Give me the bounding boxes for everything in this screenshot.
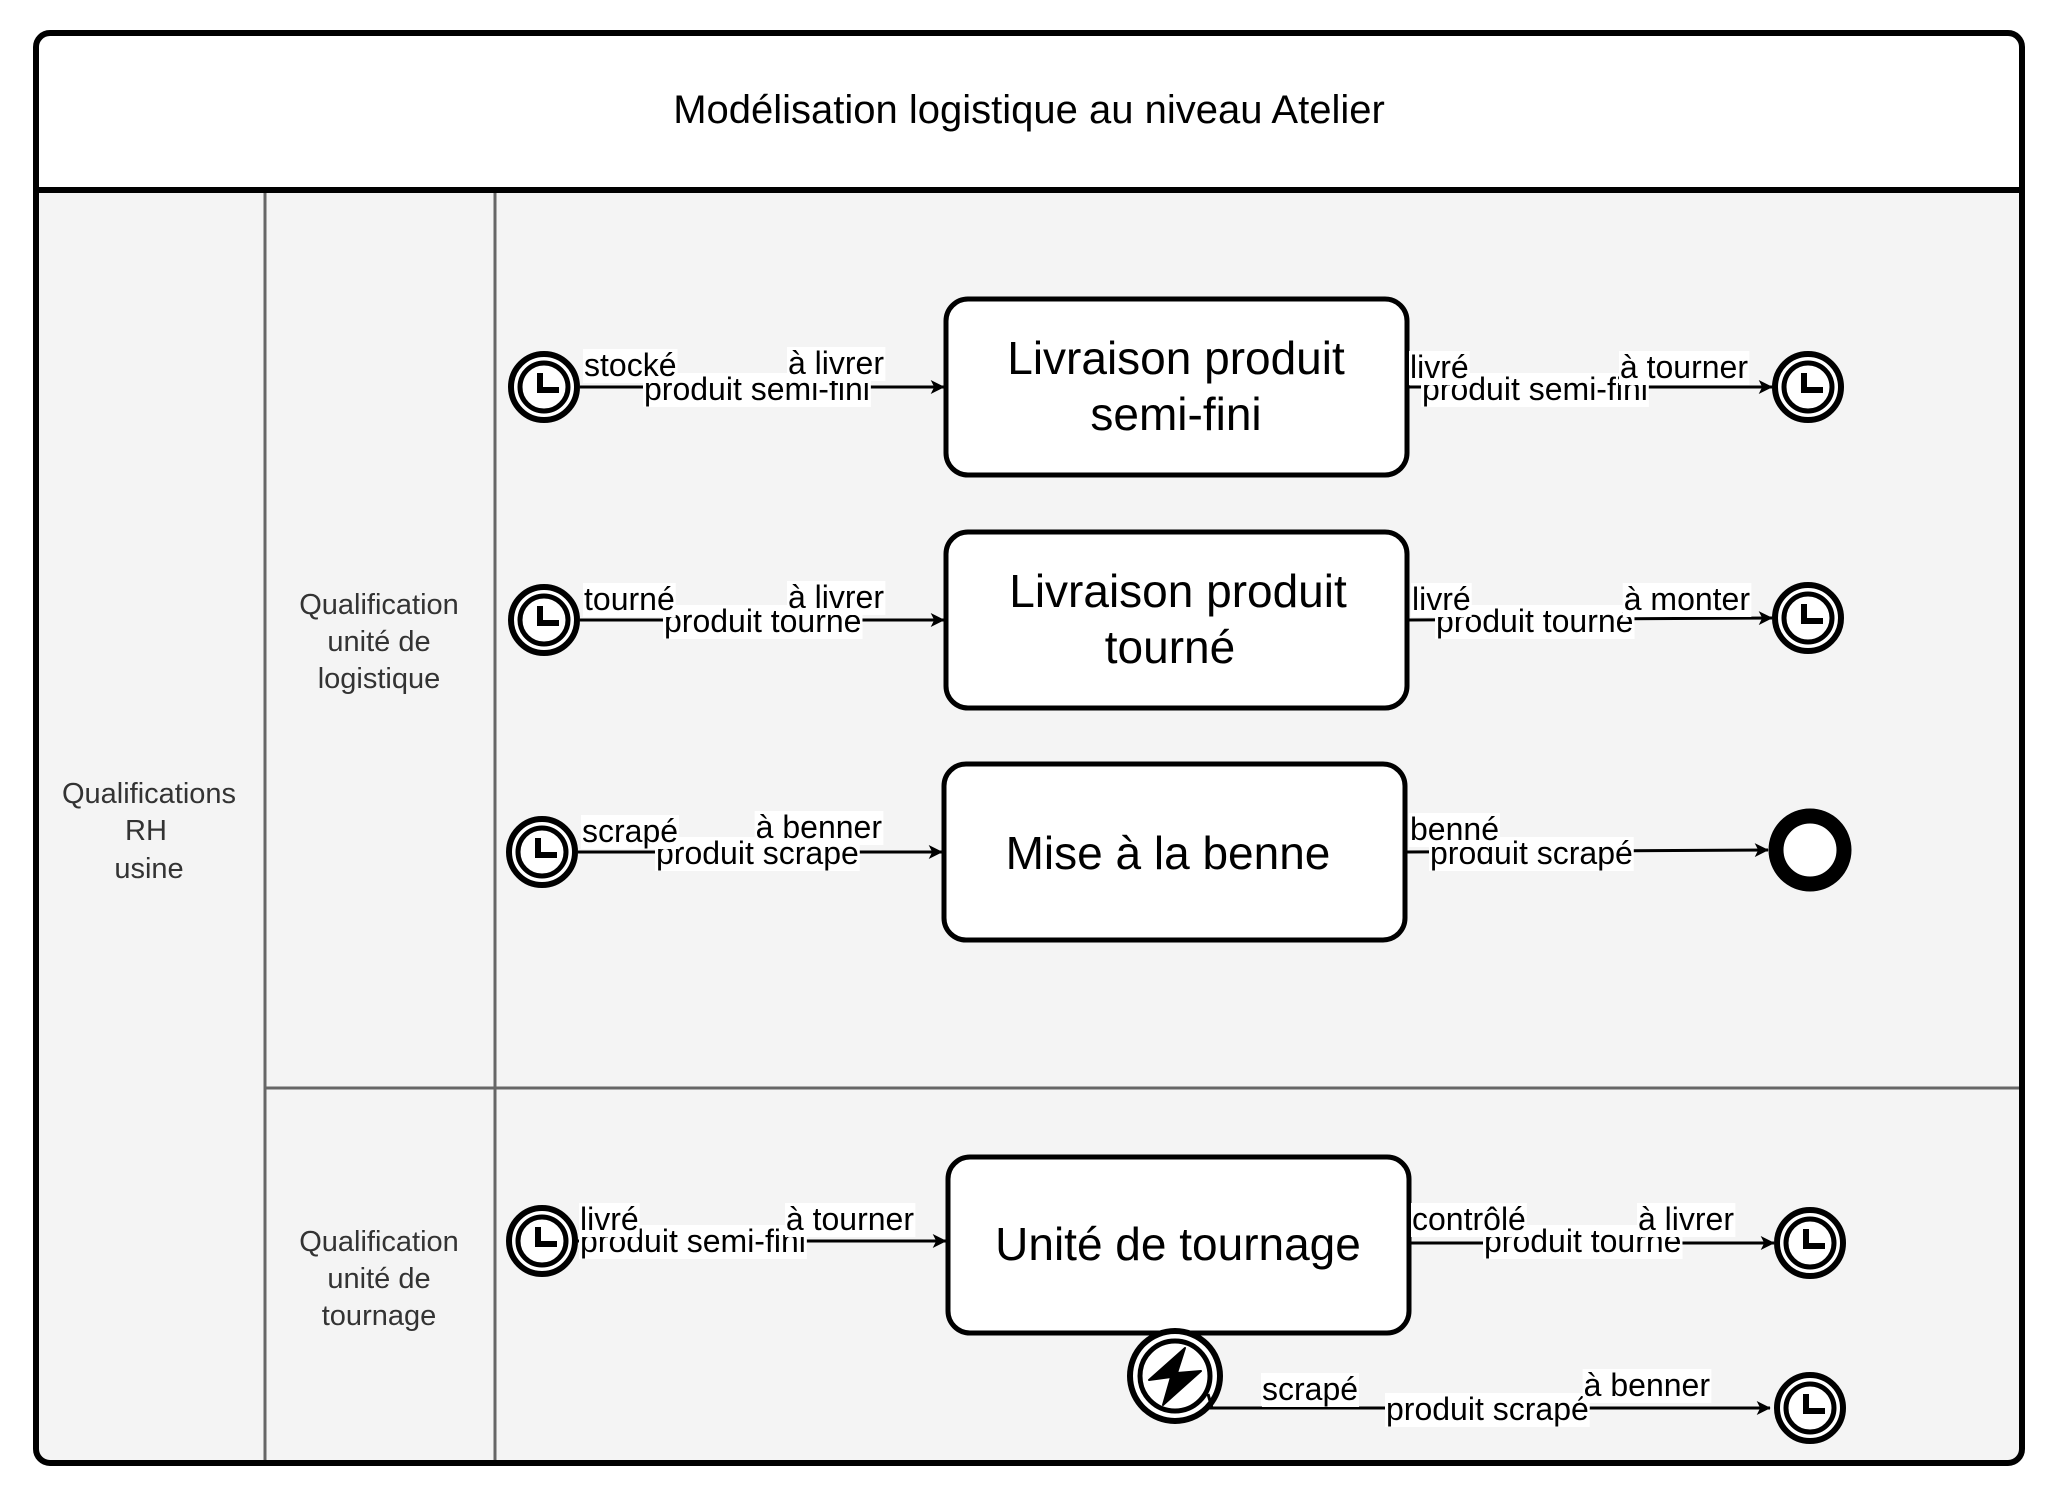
flow-item-label: produit scrapé <box>1386 1391 1589 1427</box>
pool-label-line: RH <box>125 815 167 847</box>
diagram-title: Modélisation logistique au niveau Atelie… <box>673 88 1385 132</box>
flow-source-state-label: contrôlé <box>1412 1201 1526 1237</box>
flow-source-state-label-bg <box>1411 1203 1527 1237</box>
pool-border <box>33 30 2025 1466</box>
flow-source-state-label: scrapé <box>1262 1371 1358 1407</box>
clock-icon <box>1803 1394 1825 1414</box>
lane-label-line: Qualification <box>299 589 459 621</box>
flow-source-state-label-bg <box>1409 351 1470 385</box>
clock-icon <box>535 838 557 858</box>
flow-source-state-label: livré <box>1412 581 1471 617</box>
task-label-line: Unité de tournage <box>995 1218 1361 1270</box>
lane-label-tournage: Qualification unité de tournage <box>299 1226 459 1332</box>
task-mise-benne[interactable]: Mise à la benne <box>941 761 1408 943</box>
flow-target-state-label-bg <box>1582 1369 1712 1403</box>
pool-label-rh-usine: Qualifications RH usine <box>62 778 236 885</box>
lane-label-line: unité de <box>327 1263 430 1295</box>
lane-label-logistique: Qualification unité de logistique <box>299 589 459 695</box>
flow-source-state-label: benné <box>1410 811 1499 847</box>
flow-source-state-label-bg <box>581 815 680 849</box>
flow-target-state-label-bg <box>1636 1203 1736 1237</box>
flow-target-state-label: à livrer <box>788 579 884 615</box>
task-label-line: Livraison produit <box>1009 565 1347 617</box>
end-event-icon[interactable] <box>1768 808 1852 892</box>
clock-icon <box>535 1227 557 1247</box>
clock-icon <box>1801 373 1823 393</box>
error-boundary-icon[interactable] <box>1127 1328 1223 1424</box>
flow-source-state-label: livré <box>580 1201 639 1237</box>
timer-intermediate-icon[interactable] <box>1774 1207 1846 1279</box>
flow-item-label-bg <box>1385 1393 1590 1427</box>
task-unite-tournage[interactable]: Unité de tournage <box>945 1154 1412 1336</box>
flow-target-state-label-bg <box>1622 583 1752 617</box>
flow-source-state-label-bg <box>1261 1373 1360 1407</box>
lane-label-line: logistique <box>318 663 441 695</box>
header-band <box>36 33 2022 190</box>
task-livraison-semi-fini[interactable]: Livraison produit semi-fini <box>943 296 1410 478</box>
flow-source-state-label: livré <box>1410 349 1469 385</box>
flow-target-state-label: à benner <box>756 809 883 845</box>
flow-source-state-label-bg <box>583 349 678 383</box>
flow-target-state-label: à monter <box>1624 581 1751 617</box>
flow-source-state-label: tourné <box>584 581 675 617</box>
flow-label-group-f5-err: produit scrapé scrapé à benner <box>1261 1367 1712 1427</box>
task-label-line: tourné <box>1105 621 1235 673</box>
timer-intermediate-icon[interactable] <box>508 351 580 423</box>
pool-label-line: Qualifications <box>62 778 236 810</box>
flow-target-state-label-bg <box>754 811 884 845</box>
task-label-line: Mise à la benne <box>1006 827 1331 879</box>
clock-icon <box>537 373 559 393</box>
clock-icon <box>1801 604 1823 624</box>
timer-intermediate-icon[interactable] <box>1772 351 1844 423</box>
flow-source-state-label: scrapé <box>582 813 678 849</box>
timer-intermediate-icon[interactable] <box>1772 582 1844 654</box>
flow-source-state-label-bg <box>1411 583 1472 617</box>
task-livraison-tourne[interactable]: Livraison produit tourné <box>943 529 1410 711</box>
clock-icon <box>1803 1229 1825 1249</box>
flow-target-state-label: à tourner <box>1620 349 1748 385</box>
timer-intermediate-icon[interactable] <box>506 816 578 888</box>
flow-source-state-label-bg <box>583 583 676 617</box>
pool-label-line: usine <box>114 853 183 885</box>
lane-label-line: unité de <box>327 626 430 658</box>
lane-label-line: tournage <box>322 1300 437 1332</box>
lane-label-line: Qualification <box>299 1226 459 1258</box>
events <box>506 351 1852 1444</box>
error-flow-connector <box>1206 1393 1262 1410</box>
flow-source-state-label-bg <box>579 1203 640 1237</box>
flow-source-state-label: stocké <box>584 347 676 383</box>
flow-target-state-label: à livrer <box>788 345 884 381</box>
timer-intermediate-icon[interactable] <box>1774 1372 1846 1444</box>
timer-intermediate-icon[interactable] <box>506 1205 578 1277</box>
flow-target-state-label: à livrer <box>1638 1201 1734 1237</box>
task-label-line: semi-fini <box>1090 388 1261 440</box>
flow-target-state-label: à tourner <box>786 1201 914 1237</box>
flow-target-state-label-bg <box>1618 351 1750 385</box>
lightning-icon <box>1148 1347 1202 1406</box>
flow-source-state-label-bg <box>1409 813 1500 847</box>
flow-target-state-label-bg <box>786 581 886 615</box>
flow-target-state-label-bg <box>784 1203 916 1237</box>
task-label-line: Livraison produit <box>1007 332 1345 384</box>
clock-icon <box>537 606 559 626</box>
flow-target-state-label-bg <box>786 347 886 381</box>
flow-target-state-label: à benner <box>1584 1367 1711 1403</box>
timer-intermediate-icon[interactable] <box>508 584 580 656</box>
